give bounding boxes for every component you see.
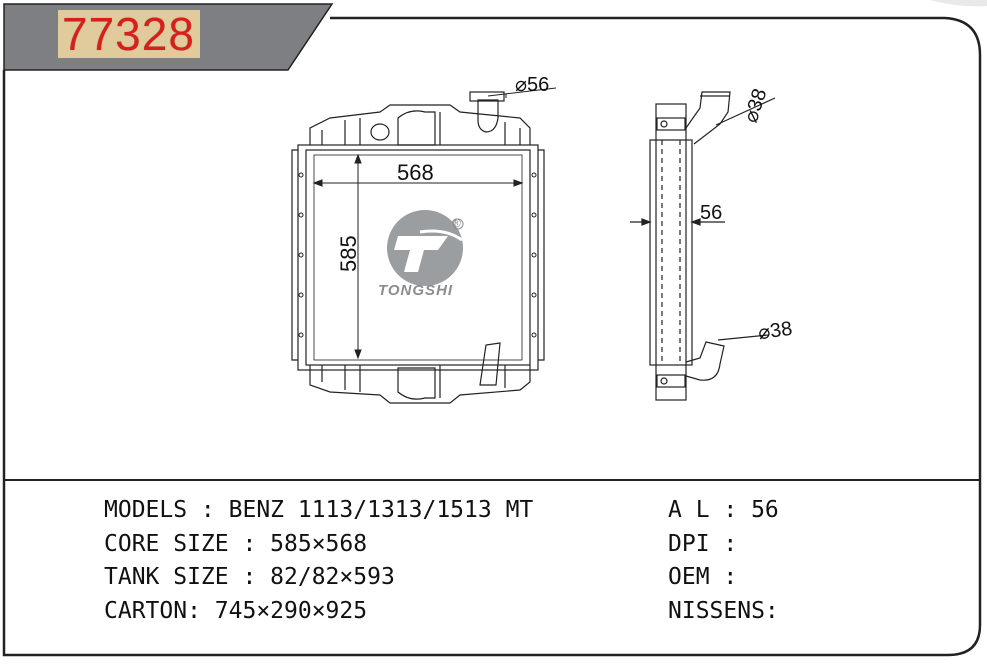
specs-right: A L : 56 DPI : OEM : NISSENS: bbox=[668, 494, 779, 628]
tank-size-line: TANK SIZE : 82/82×593 bbox=[104, 564, 395, 590]
product-code: 77328 bbox=[62, 8, 195, 60]
side-core-label: 56 bbox=[700, 202, 723, 224]
side-lower-pipe-label: ⌀38 bbox=[756, 317, 794, 345]
side-view bbox=[630, 91, 776, 401]
al-line: A L : 56 bbox=[668, 497, 779, 523]
front-dimensions bbox=[312, 87, 557, 360]
front-bolts bbox=[298, 172, 537, 338]
models-line: MODELS : BENZ 1113/1313/1513 MT bbox=[104, 497, 534, 523]
tongshi-logo-mark bbox=[387, 210, 464, 286]
front-height-label: 585 bbox=[336, 235, 361, 272]
corner-shadow bbox=[930, 0, 987, 7]
nissens-line: NISSENS: bbox=[668, 597, 779, 624]
tongshi-logo-text: TONGSHI bbox=[378, 282, 454, 299]
registered-mark: ® bbox=[452, 216, 461, 230]
specs-left: MODELS : BENZ 1113/1313/1513 MT CORE SIZ… bbox=[104, 494, 533, 628]
front-view bbox=[291, 91, 545, 404]
core-size-line: CORE SIZE : 585×568 bbox=[104, 530, 368, 557]
front-width-label: 568 bbox=[397, 160, 434, 185]
oem-line: OEM : bbox=[668, 564, 738, 590]
dpi-line: DPI : bbox=[668, 530, 738, 557]
inlet-diameter-label: ⌀56 bbox=[515, 74, 550, 96]
code-highlight bbox=[58, 10, 200, 58]
outer-border bbox=[2, 16, 982, 657]
carton-line: CARTON: 745×290×925 bbox=[104, 597, 368, 624]
